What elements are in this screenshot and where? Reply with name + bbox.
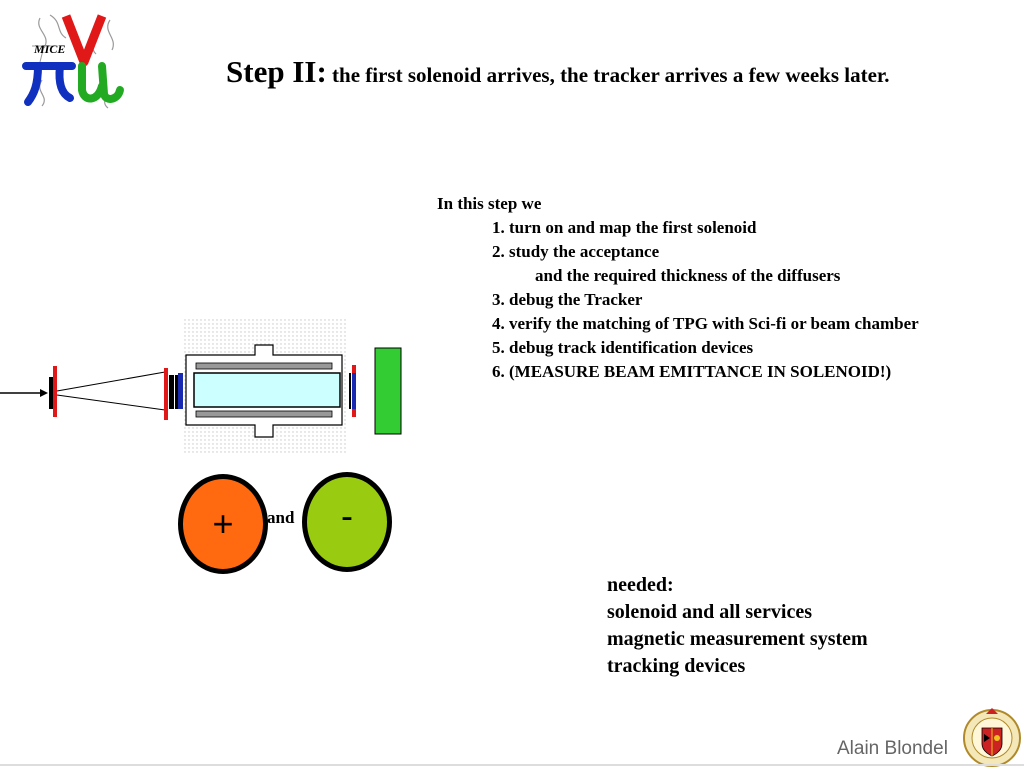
beamline-diagram bbox=[0, 318, 402, 454]
list-item: 2. study the acceptance bbox=[492, 242, 660, 261]
list-item: 1. turn on and map the first solenoid bbox=[492, 218, 757, 237]
mice-logo: MICE bbox=[22, 14, 124, 109]
solenoid bbox=[178, 318, 347, 454]
list-item: solenoid and all services bbox=[607, 601, 813, 623]
steps-intro: In this step we bbox=[437, 194, 542, 213]
steps-list: In this step we 1. turn on and map the f… bbox=[437, 192, 919, 384]
author-name: Alain Blondel bbox=[837, 738, 948, 759]
upstream-detector bbox=[49, 366, 57, 417]
list-item: 3. debug the Tracker bbox=[492, 290, 643, 309]
svg-text:MICE: MICE bbox=[33, 42, 65, 56]
downstream-detector bbox=[349, 365, 356, 417]
title-subtitle: the first solenoid arrives, the tracker … bbox=[326, 63, 890, 87]
positive-charge-circle: + bbox=[178, 474, 268, 574]
negative-charge-circle: - bbox=[302, 472, 392, 572]
list-item: magnetic measurement system bbox=[607, 628, 868, 650]
list-item: tracking devices bbox=[607, 655, 746, 677]
list-item: 5. debug track identification devices bbox=[492, 338, 754, 357]
university-seal-logo bbox=[963, 708, 1021, 767]
minus-sign: - bbox=[341, 495, 353, 536]
footer-divider bbox=[0, 764, 1024, 766]
list-item: and the required thickness of the diffus… bbox=[535, 266, 841, 285]
beam-envelope-top bbox=[56, 371, 166, 392]
needed-heading: needed: bbox=[607, 574, 674, 596]
list-item: 4. verify the matching of TPG with Sci-f… bbox=[492, 314, 919, 333]
calorimeter bbox=[374, 347, 402, 435]
beam-arrow bbox=[0, 389, 48, 397]
title-step: Step II: bbox=[226, 54, 327, 89]
plus-sign: + bbox=[212, 503, 234, 544]
list-item: 6. (MEASURE BEAM EMITTANCE IN SOLENOID!) bbox=[492, 362, 892, 381]
beam-envelope-bottom bbox=[56, 394, 166, 411]
diffuser bbox=[164, 368, 178, 420]
and-label: and bbox=[267, 508, 295, 527]
needed-block: needed: solenoid and all services magnet… bbox=[607, 572, 868, 680]
slide-title: Step II: the first solenoid arrives, the… bbox=[226, 54, 890, 90]
